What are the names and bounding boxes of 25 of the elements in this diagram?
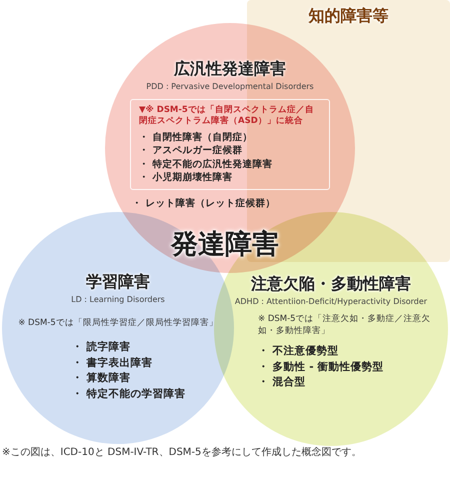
list-item: ・ 多動性 - 衝動性優勢型: [257, 360, 384, 375]
list-item: ・ 混合型: [257, 375, 307, 390]
list-item: ・ 自閉性障害（自閉症）: [139, 130, 254, 144]
note: ※ DSM-5では「限局性学習症／限局性学習障害」: [18, 318, 218, 330]
heading: 知的障害等: [308, 6, 388, 27]
heading: 学習障害: [86, 272, 150, 293]
note: ※ DSM-5では「注意欠如・多動症／注意欠如・多動性障害」: [257, 314, 432, 338]
list-item: ・ レット障害（レット症候群）: [131, 197, 276, 210]
subheading: ADHD : Attentiion-Deficit/Hyperactivity Disorder: [234, 297, 428, 306]
heading: 注意欠陥・多動性障害: [251, 274, 411, 295]
list-item: ・ 特定不能の広汎性発達障害: [139, 158, 274, 171]
subheading: PDD : Pervasive Developmental Disorders: [146, 82, 314, 91]
list-item: ・ 読字障害: [71, 340, 132, 355]
list-item: ・ アスペルガー症候群: [139, 144, 244, 158]
list-item: ・ 算数障害: [71, 371, 132, 386]
list-item: ・ 特定不能の学習障害: [71, 387, 187, 402]
list-item: ・ 小児期崩壊性障害: [139, 170, 234, 184]
subheading: LD : Learning Disorders: [71, 295, 165, 304]
heading: 広汎性発達障害: [174, 59, 286, 80]
center-label: 発達障害: [170, 228, 280, 262]
caption: ※この図は、ICD-10と DSM-IV-TR、DSM-5を参考にして作成した概念図です。: [2, 446, 362, 459]
note: ▼※ DSM-5では「自閉スペクトラム症／自閉症スペクトラム障害（ASD）」に統合: [139, 105, 315, 128]
list-item: ・ 不注意優勢型: [257, 344, 340, 359]
list-item: ・ 書字表出障害: [71, 356, 154, 371]
note-box: [130, 99, 330, 190]
